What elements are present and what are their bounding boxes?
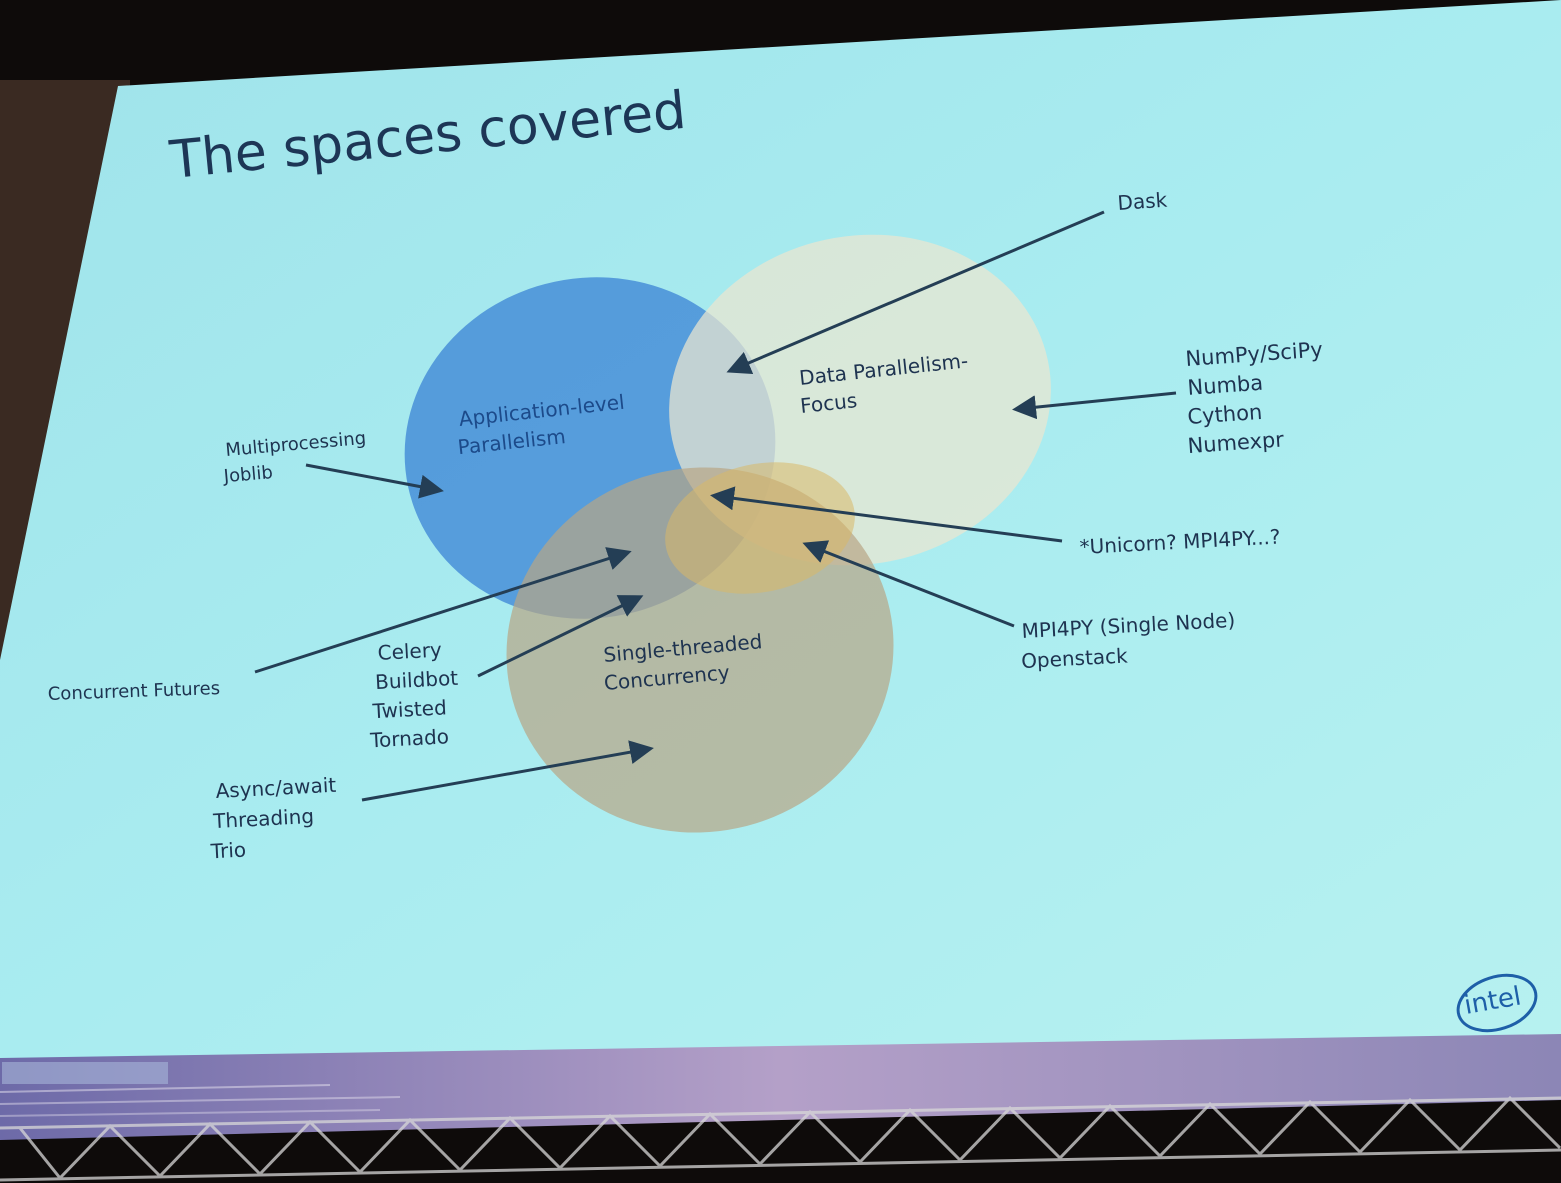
celery-label: Celery <box>377 638 443 665</box>
celery-group-label: Celery Buildbot Twisted Tornado <box>369 638 459 753</box>
async-arrow <box>361 740 654 802</box>
numba-label: Numba <box>1187 371 1264 400</box>
joblib-label: Joblib <box>222 462 274 487</box>
celery-arrow <box>477 595 644 678</box>
mpi4py-arrow <box>802 540 1015 628</box>
cython-label: Cython <box>1187 400 1263 429</box>
unicorn-arrow <box>710 486 1063 543</box>
footer-fine-print-1 <box>0 1084 331 1093</box>
intel-logo-swoosh <box>1456 973 1538 1033</box>
dask-label: Dask <box>1117 188 1169 215</box>
tornado-label: Tornado <box>369 724 450 752</box>
multiprocessing-arrow <box>305 463 444 499</box>
footer-fine-print-3 <box>0 1109 381 1117</box>
twisted-label: Twisted <box>371 695 447 723</box>
data-label-line-2: Focus <box>799 388 858 418</box>
arrows <box>254 210 1177 802</box>
stage-truss <box>0 1095 1561 1182</box>
slide-footer-band <box>0 1034 1561 1140</box>
numpy-arrow <box>1012 391 1177 420</box>
dask-arrow <box>726 210 1105 375</box>
buildbot-label: Buildbot <box>375 666 459 694</box>
trio-label: Trio <box>209 838 247 864</box>
footer-badge <box>2 1062 168 1084</box>
concurrent-futures-arrow <box>254 547 632 674</box>
openstack-label: Openstack <box>1021 643 1129 673</box>
footer-fine-print-2 <box>0 1096 401 1105</box>
threading-label: Threading <box>212 804 315 833</box>
